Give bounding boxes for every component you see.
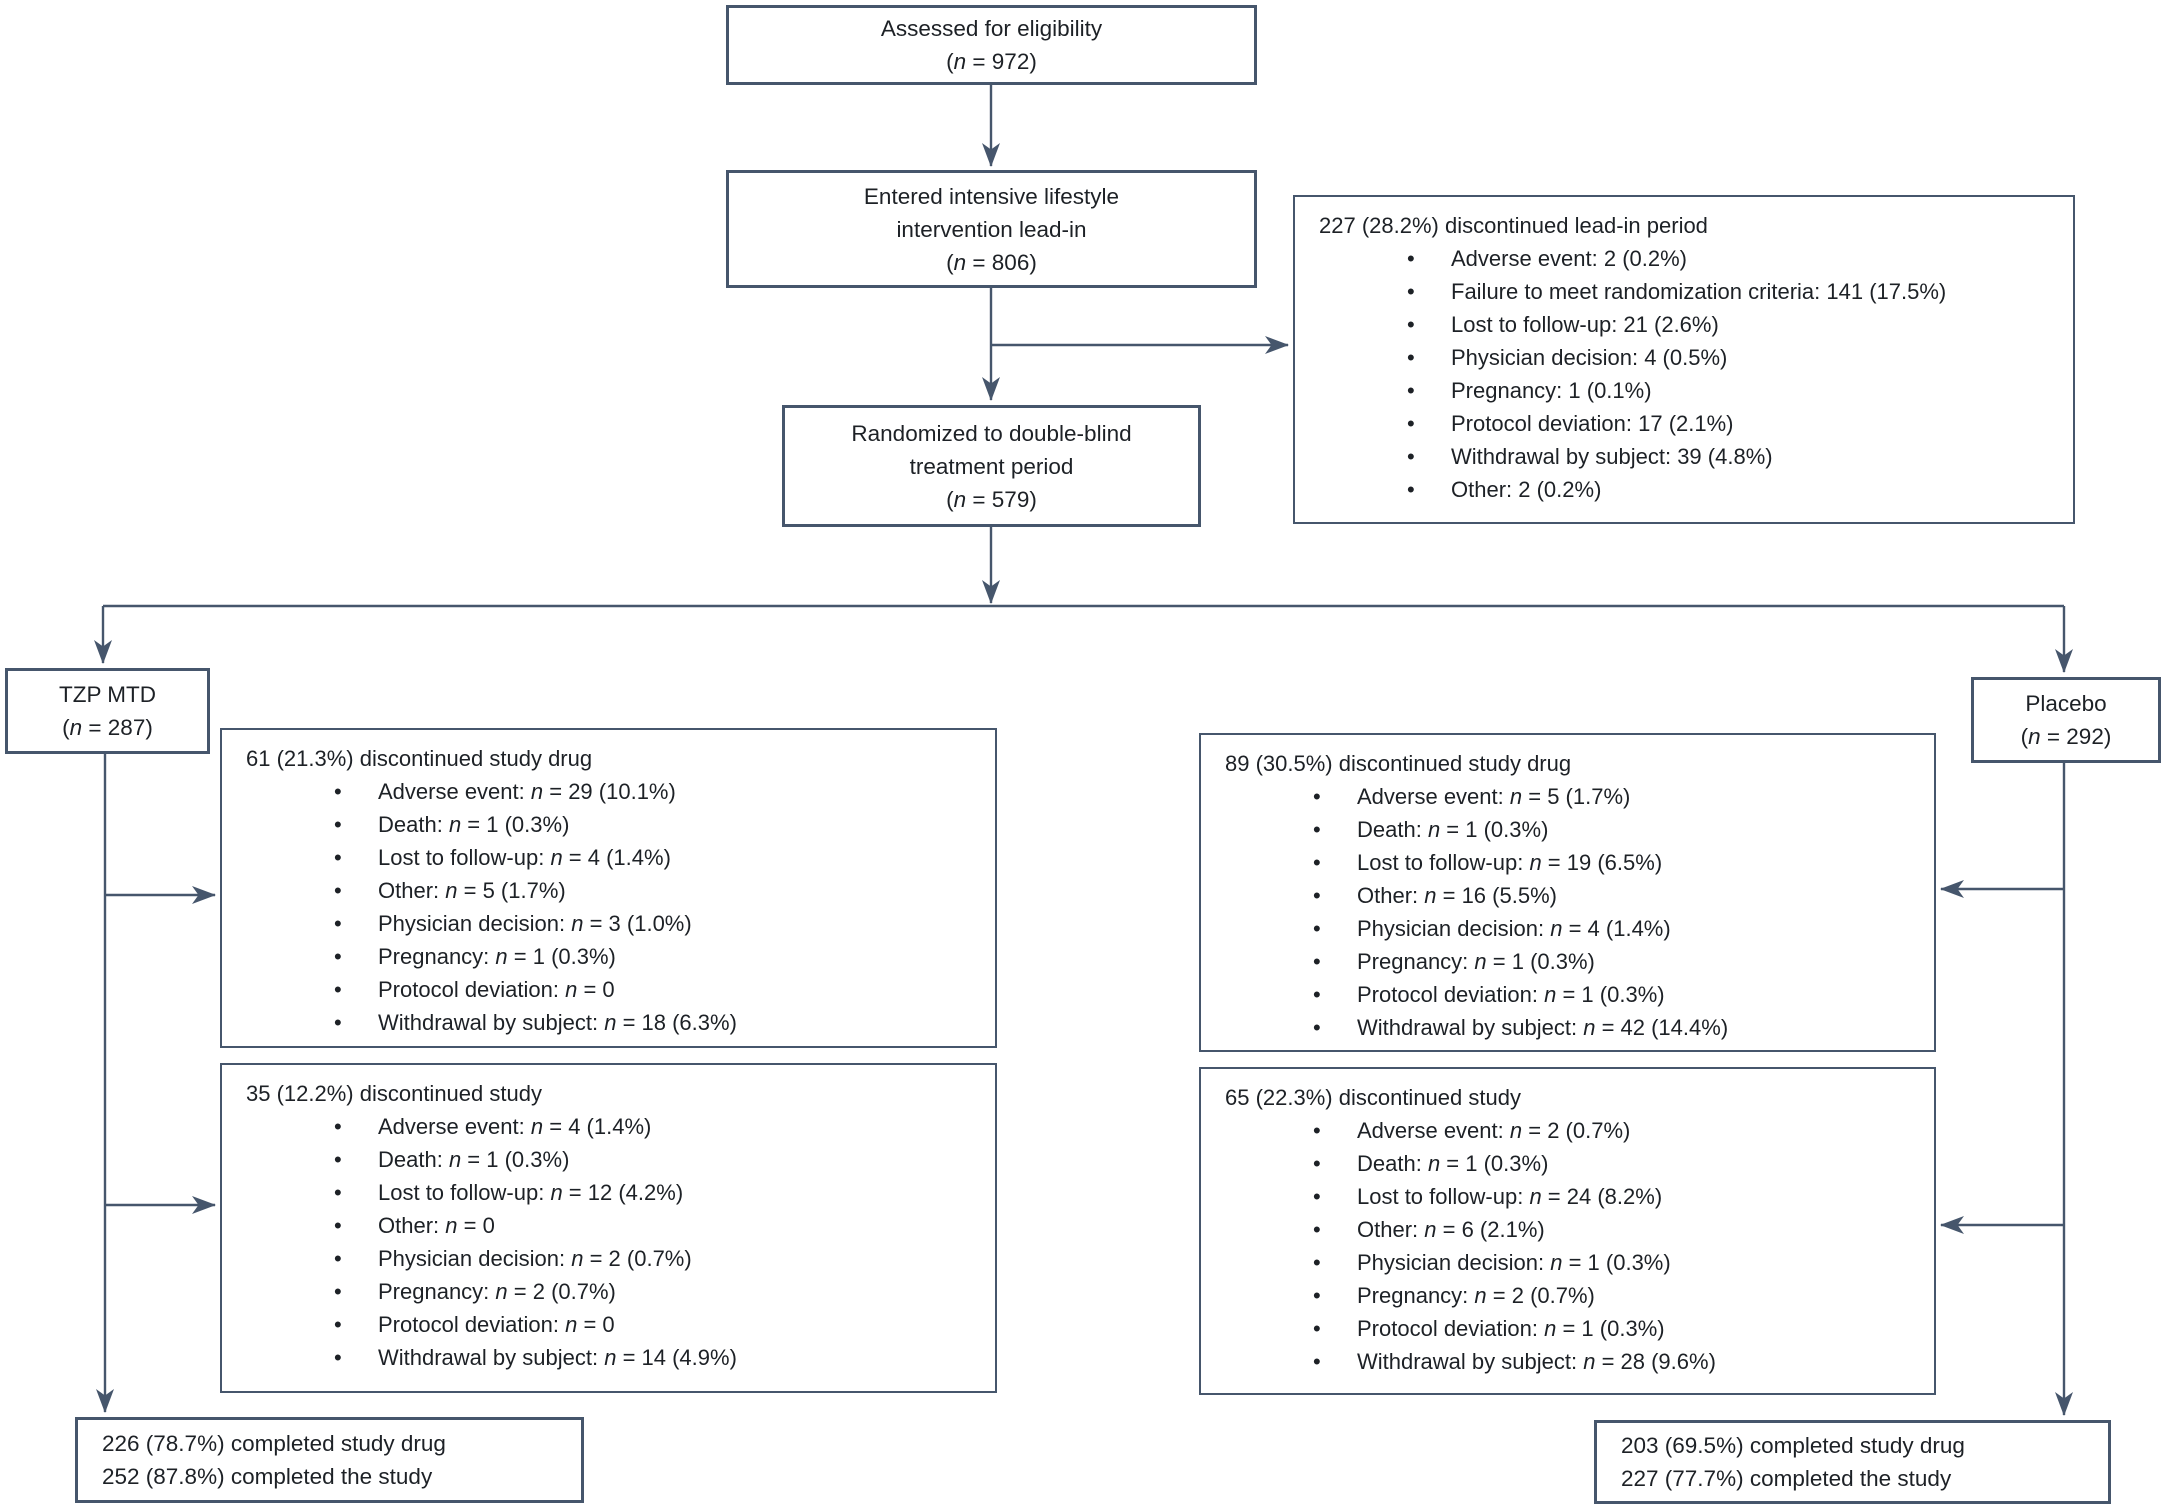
- box-text-line: (n = 292): [2020, 724, 2112, 749]
- list-item: Other: 2 (0.2%): [1319, 473, 2065, 506]
- box-tzp-study-discontinued: 35 (12.2%) discontinued study Adverse ev…: [220, 1063, 997, 1393]
- list-item: Physician decision: n = 4 (1.4%): [1225, 912, 1926, 945]
- list-item: Protocol deviation: n = 1 (0.3%): [1225, 1312, 1926, 1345]
- list-item: Withdrawal by subject: n = 42 (14.4%): [1225, 1011, 1926, 1044]
- box-text-line: (n = 579): [946, 486, 1037, 512]
- list-item: Physician decision: n = 3 (1.0%): [246, 907, 987, 940]
- list-item: Physician decision: 4 (0.5%): [1319, 341, 2065, 374]
- box-text-line: 203 (69.5%) completed study drug: [1621, 1433, 1965, 1458]
- list-item: Other: n = 5 (1.7%): [246, 874, 987, 907]
- box-text-line: treatment period: [909, 453, 1074, 479]
- list-item: Adverse event: n = 4 (1.4%): [246, 1110, 987, 1143]
- list-item: Other: n = 16 (5.5%): [1225, 879, 1926, 912]
- box-tzp-completed: 226 (78.7%) completed study drug 252 (87…: [75, 1417, 584, 1503]
- box-title: 89 (30.5%) discontinued study drug: [1225, 751, 1572, 776]
- box-tzp-mtd: TZP MTD (n = 287): [5, 668, 210, 754]
- list-item: Lost to follow-up: n = 19 (6.5%): [1225, 846, 1926, 879]
- box-placebo-study-discontinued: 65 (22.3%) discontinued study Adverse ev…: [1199, 1067, 1936, 1395]
- list-item: Pregnancy: n = 2 (0.7%): [246, 1275, 987, 1308]
- box-title: 227 (28.2%) discontinued lead-in period: [1319, 213, 1708, 238]
- list-item: Pregnancy: n = 1 (0.3%): [1225, 945, 1926, 978]
- list-item: Other: n = 0: [246, 1209, 987, 1242]
- list-item: Lost to follow-up: n = 12 (4.2%): [246, 1176, 987, 1209]
- list-item: Adverse event: n = 5 (1.7%): [1225, 780, 1926, 813]
- box-text-line: 227 (77.7%) completed the study: [1621, 1466, 1952, 1491]
- box-assessed-for-eligibility: Assessed for eligibility (n = 972): [726, 5, 1257, 85]
- list-item: Failure to meet randomization criteria: …: [1319, 275, 2065, 308]
- list-item: Physician decision: n = 1 (0.3%): [1225, 1246, 1926, 1279]
- box-text-line: Randomized to double-blind: [851, 420, 1132, 446]
- box-placebo-completed: 203 (69.5%) completed study drug 227 (77…: [1594, 1420, 2111, 1504]
- list-item: Withdrawal by subject: n = 18 (6.3%): [246, 1006, 987, 1039]
- list-item: Protocol deviation: n = 0: [246, 973, 987, 1006]
- list-item: Lost to follow-up: n = 24 (8.2%): [1225, 1180, 1926, 1213]
- list-item: Other: n = 6 (2.1%): [1225, 1213, 1926, 1246]
- box-placebo: Placebo (n = 292): [1971, 677, 2161, 763]
- reason-list: Adverse event: n = 4 (1.4%) Death: n = 1…: [246, 1110, 987, 1374]
- list-item: Adverse event: n = 29 (10.1%): [246, 775, 987, 808]
- list-item: Death: n = 1 (0.3%): [1225, 813, 1926, 846]
- box-text-line: intervention lead-in: [896, 216, 1087, 242]
- box-leadin: Entered intensive lifestyle intervention…: [726, 170, 1257, 288]
- box-title: 65 (22.3%) discontinued study: [1225, 1085, 1521, 1110]
- list-item: Protocol deviation: n = 0: [246, 1308, 987, 1341]
- list-item: Protocol deviation: n = 1 (0.3%): [1225, 978, 1926, 1011]
- list-item: Pregnancy: 1 (0.1%): [1319, 374, 2065, 407]
- reason-list: Adverse event: n = 29 (10.1%) Death: n =…: [246, 775, 987, 1039]
- box-text-line: TZP MTD: [58, 682, 157, 707]
- list-item: Withdrawal by subject: n = 28 (9.6%): [1225, 1345, 1926, 1378]
- box-text-line: 226 (78.7%) completed study drug: [102, 1431, 446, 1456]
- box-title: 61 (21.3%) discontinued study drug: [246, 746, 593, 771]
- list-item: Protocol deviation: 17 (2.1%): [1319, 407, 2065, 440]
- box-placebo-drug-discontinued: 89 (30.5%) discontinued study drug Adver…: [1199, 733, 1936, 1052]
- box-randomized: Randomized to double-blind treatment per…: [782, 405, 1201, 527]
- box-title: 35 (12.2%) discontinued study: [246, 1081, 542, 1106]
- list-item: Withdrawal by subject: 39 (4.8%): [1319, 440, 2065, 473]
- box-text-line: Placebo: [2025, 691, 2107, 716]
- list-item: Adverse event: 2 (0.2%): [1319, 242, 2065, 275]
- list-item: Pregnancy: n = 1 (0.3%): [246, 940, 987, 973]
- list-item: Death: n = 1 (0.3%): [1225, 1147, 1926, 1180]
- box-text-line: Assessed for eligibility: [880, 16, 1103, 41]
- list-item: Withdrawal by subject: n = 14 (4.9%): [246, 1341, 987, 1374]
- list-item: Lost to follow-up: 21 (2.6%): [1319, 308, 2065, 341]
- reason-list: Adverse event: n = 2 (0.7%) Death: n = 1…: [1225, 1114, 1926, 1378]
- list-item: Lost to follow-up: n = 4 (1.4%): [246, 841, 987, 874]
- list-item: Death: n = 1 (0.3%): [246, 808, 987, 841]
- box-text-line: (n = 806): [946, 249, 1037, 275]
- list-item: Adverse event: n = 2 (0.7%): [1225, 1114, 1926, 1147]
- list-item: Death: n = 1 (0.3%): [246, 1143, 987, 1176]
- reason-list: Adverse event: n = 5 (1.7%) Death: n = 1…: [1225, 780, 1926, 1044]
- reason-list: Adverse event: 2 (0.2%) Failure to meet …: [1319, 242, 2065, 506]
- box-text-line: Entered intensive lifestyle: [863, 183, 1120, 209]
- box-text-line: (n = 287): [62, 715, 153, 740]
- box-text-line: (n = 972): [946, 49, 1037, 74]
- box-text-line: 252 (87.8%) completed the study: [102, 1464, 433, 1489]
- list-item: Pregnancy: n = 2 (0.7%): [1225, 1279, 1926, 1312]
- box-leadin-discontinued: 227 (28.2%) discontinued lead-in period …: [1293, 195, 2075, 524]
- list-item: Physician decision: n = 2 (0.7%): [246, 1242, 987, 1275]
- box-tzp-drug-discontinued: 61 (21.3%) discontinued study drug Adver…: [220, 728, 997, 1048]
